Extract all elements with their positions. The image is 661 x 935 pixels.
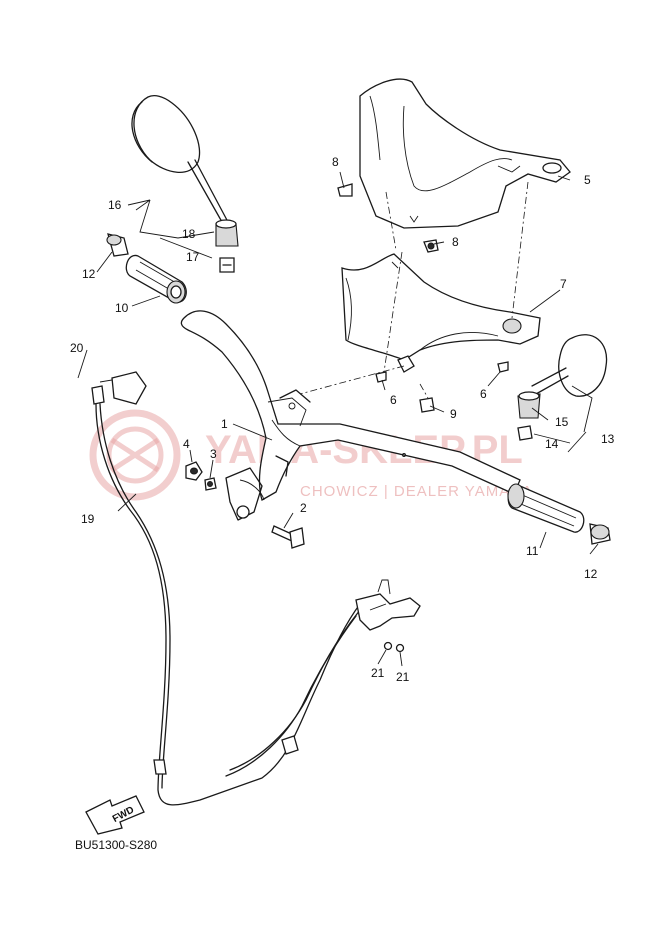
callout-6a: 6 bbox=[390, 393, 397, 407]
callout-19: 19 bbox=[81, 512, 95, 526]
callout-9: 9 bbox=[450, 407, 457, 421]
handlebar bbox=[180, 310, 521, 521]
callout-10: 10 bbox=[115, 301, 129, 315]
callout-15: 15 bbox=[555, 415, 569, 429]
left-mirror bbox=[131, 95, 239, 247]
alignment-lines bbox=[299, 181, 529, 399]
screws bbox=[337, 183, 509, 413]
callout-21b: 21 bbox=[396, 670, 410, 684]
callout-11: 11 bbox=[526, 544, 539, 558]
callout-3: 3 bbox=[210, 447, 217, 461]
leader-lines bbox=[77, 171, 599, 667]
diagram-code: BU51300-S280 bbox=[75, 838, 157, 852]
callout-8b: 8 bbox=[452, 235, 459, 249]
callout-21a: 21 bbox=[371, 666, 385, 680]
callout-4: 4 bbox=[183, 437, 190, 451]
lower-handle-cover bbox=[341, 253, 541, 361]
callout-6b: 6 bbox=[480, 387, 487, 401]
forward-arrow-icon: FWD bbox=[85, 795, 145, 835]
brake-switch-and-cable bbox=[91, 371, 361, 806]
right-mirror bbox=[517, 334, 608, 441]
callout-7: 7 bbox=[560, 277, 567, 291]
callout-18: 18 bbox=[182, 227, 196, 241]
callout-20: 20 bbox=[70, 341, 84, 355]
bolt-and-nuts bbox=[185, 461, 305, 549]
left-fittings bbox=[106, 233, 235, 273]
brake-lever-group bbox=[355, 579, 421, 653]
upper-handle-cover bbox=[359, 78, 571, 229]
callout-12b: 12 bbox=[584, 567, 598, 581]
callout-5: 5 bbox=[584, 173, 591, 187]
watermark-subtitle: CHOWICZ | DEALER YAMAHA bbox=[300, 483, 533, 500]
callout-1: 1 bbox=[221, 417, 228, 431]
callouts: 1 2 3 4 5 6 6 7 8 8 9 10 11 12 12 13 14 … bbox=[70, 155, 615, 684]
callout-17: 17 bbox=[186, 250, 200, 264]
callout-12a: 12 bbox=[82, 267, 96, 281]
callout-13: 13 bbox=[601, 432, 615, 446]
callout-16: 16 bbox=[108, 198, 122, 212]
right-grip bbox=[507, 483, 611, 545]
left-grip bbox=[125, 254, 187, 304]
callout-8a: 8 bbox=[332, 155, 339, 169]
callout-14: 14 bbox=[545, 437, 559, 451]
callout-2: 2 bbox=[300, 501, 307, 515]
